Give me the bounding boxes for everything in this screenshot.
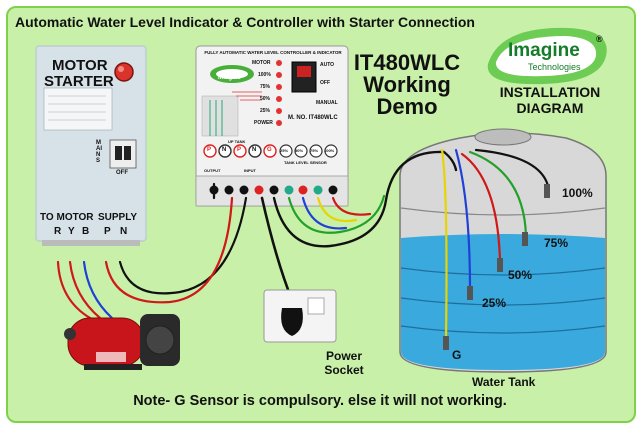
controller-brand: Imagine	[218, 75, 241, 81]
socket-label: Power Socket	[314, 349, 374, 377]
tank-level-100: 100%	[562, 186, 593, 200]
tank-level-50: 50%	[508, 268, 533, 282]
ctrl-term-3: P	[237, 147, 242, 153]
controller-terminals	[203, 144, 338, 158]
model-line-2: Working	[363, 72, 451, 97]
controller-motor-label: MOTOR	[252, 60, 271, 66]
tank-level-g: G	[452, 348, 462, 362]
controller-model-no: M. NO. IT480WLC	[288, 115, 338, 121]
led-50	[276, 96, 282, 102]
water-pump	[64, 314, 180, 370]
led-75	[276, 84, 282, 90]
socket-label-line2: Socket	[324, 363, 364, 377]
terminal-y: Y	[68, 226, 75, 237]
breaker-off-label: OFF	[116, 170, 128, 176]
starter-title: MOTOR	[52, 58, 108, 74]
motor-starter	[35, 45, 147, 246]
ctrl-term-2: N	[222, 147, 227, 153]
controller-level-50: 50%	[260, 96, 271, 102]
controller-header: FULLY AUTOMATIC WATER LEVEL CONTROLLER &…	[204, 50, 342, 55]
ctrl-term-1: P	[207, 147, 212, 153]
switch-manual-label: MANUAL	[316, 100, 338, 106]
led-100	[276, 72, 282, 78]
terminal-r: R	[54, 226, 62, 237]
controller-unit	[195, 45, 349, 207]
installation-heading: INSTALLATION DIAGRAM	[480, 84, 620, 116]
install-line-2: DIAGRAM	[516, 100, 584, 116]
led-power	[276, 120, 282, 126]
controller-up-tank: UP TANK	[228, 139, 246, 144]
to-motor-label: TO MOTOR	[40, 212, 94, 223]
controller-power-label: POWER	[254, 120, 273, 126]
water-tank	[399, 128, 607, 373]
controller-level-75: 75%	[260, 84, 271, 90]
tank-level-25: 25%	[482, 296, 507, 310]
switch-off-label: OFF	[320, 80, 330, 86]
ctrl-term-5: G	[267, 147, 272, 153]
ctrl-term-7: 50%	[295, 148, 304, 153]
ctrl-term-9: 100%	[324, 148, 335, 153]
starter-title-2: STARTER	[44, 74, 114, 90]
led-25	[276, 108, 282, 114]
page-title: Automatic Water Level Indicator & Contro…	[15, 14, 475, 30]
power-socket	[263, 289, 337, 343]
ctrl-term-6: 25%	[280, 148, 289, 153]
controller-screw-terminals	[209, 185, 338, 195]
model-line-1: IT480WLC	[353, 50, 461, 75]
reset-button	[114, 62, 134, 82]
model-line-3: Demo	[376, 94, 438, 119]
ctrl-term-8: 75%	[310, 148, 319, 153]
mains-breaker	[109, 139, 137, 169]
led-motor	[276, 60, 282, 66]
controller-output: OUTPUT	[204, 168, 221, 173]
switch-auto-label: AUTO	[320, 62, 335, 68]
starter-title-line2: STARTER	[44, 73, 114, 90]
tank-water	[401, 234, 605, 370]
wires	[56, 148, 550, 342]
brand-registered: ®	[596, 34, 603, 44]
socket-label-line1: Power	[325, 349, 362, 363]
brand-tagline: Technologies	[528, 62, 581, 72]
terminal-n: N	[120, 226, 128, 237]
controller-level-100: 100%	[258, 72, 271, 78]
footer-note: Note- G Sensor is compulsory. else it wi…	[133, 393, 507, 409]
starter-info-plate	[43, 87, 113, 131]
brand-name: Imagine	[508, 40, 580, 61]
brand-logo	[487, 27, 607, 85]
tank-sensor-probes	[443, 184, 550, 350]
starter-title-line1: MOTOR	[52, 57, 108, 74]
controller-level-25: 25%	[260, 108, 271, 114]
tank-label: Water Tank	[472, 375, 536, 389]
supply-label: SUPPLY	[98, 212, 138, 223]
controller-input: INPUT	[244, 168, 256, 173]
tank-level-75: 75%	[544, 236, 569, 250]
terminal-p: P	[104, 226, 111, 237]
mains-label: MAINS	[96, 140, 102, 164]
model-heading: IT480WLC Working Demo	[352, 52, 462, 118]
controller-tank-sensor: TANK LEVEL SENSOR	[284, 160, 327, 165]
ctrl-term-4: N	[252, 147, 257, 153]
terminal-b: B	[82, 226, 90, 237]
install-line-1: INSTALLATION	[499, 84, 601, 100]
